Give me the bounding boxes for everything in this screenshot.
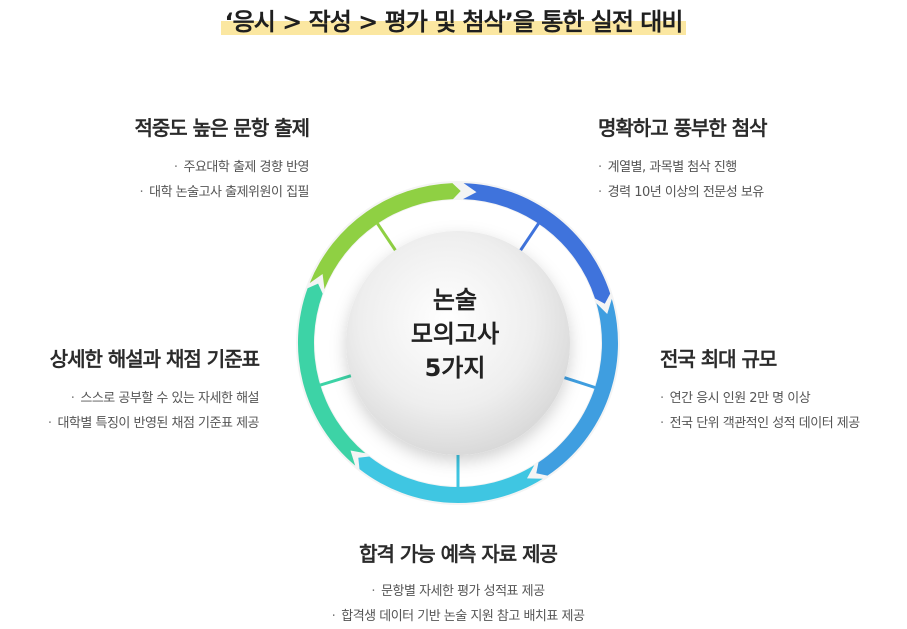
feature-heading: 상세한 해설과 채점 기준표: [49, 347, 260, 371]
feature-top-right: 명확하고 풍부한 첨삭 계열별, 과목별 첨삭 진행 경력 10년 이상의 전문…: [598, 112, 768, 205]
feature-item: 주요대학 출제 경향 반영: [135, 155, 310, 180]
center-line-2: 모의고사: [410, 320, 500, 348]
feature-heading: 명확하고 풍부한 첨삭: [598, 116, 768, 140]
feature-bottom: 합격 가능 예측 자료 제공 문항별 자세한 평가 성적표 제공 합격생 데이터…: [258, 538, 658, 629]
feature-middle-right: 전국 최대 규모 연간 응시 인원 2만 명 이상 전국 단위 객관적인 성적 …: [660, 343, 860, 436]
center-circle: [346, 231, 570, 455]
spoke-4: [319, 373, 356, 387]
center-label: 논술 모의고사 5가지: [360, 283, 550, 385]
feature-item: 합격생 데이터 기반 논술 지원 참고 배치표 제공: [258, 604, 658, 629]
page-title: ‘응시 > 작성 > 평가 및 첨삭’을 통한 실전 대비: [220, 2, 687, 37]
feature-item: 문항별 자세한 평가 성적표 제공: [258, 579, 658, 604]
spoke-2: [560, 374, 596, 389]
feature-item: 계열별, 과목별 첨삭 진행: [598, 155, 767, 180]
feature-item: 대학 논술고사 출제위원이 집필: [135, 180, 309, 205]
segment-blue: [463, 183, 611, 304]
title-wrap: ‘응시 > 작성 > 평가 및 첨삭’을 통한 실전 대비: [0, 2, 907, 37]
center-line-1: 논술: [432, 286, 478, 314]
feature-heading: 전국 최대 규모: [660, 347, 777, 371]
segment-green: [309, 183, 461, 290]
spoke-5: [376, 222, 399, 255]
feature-item: 경력 10년 이상의 전문성 보유: [598, 180, 767, 205]
feature-top-left: 적중도 높은 문항 출제 주요대학 출제 경향 반영 대학 논술고사 출제위원이…: [135, 112, 310, 205]
feature-item: 전국 단위 객관적인 성적 데이터 제공: [660, 411, 861, 436]
ring-spokes: [319, 222, 596, 487]
feature-heading: 합격 가능 예측 자료 제공: [359, 542, 558, 566]
feature-item: 연간 응시 인원 2만 명 이상: [660, 386, 860, 411]
feature-item: 대학별 특징이 반영된 채점 기준표 제공: [48, 411, 259, 436]
ring-segments: [297, 183, 618, 504]
center-line-3: 5가지: [424, 354, 486, 382]
segment-teal: [297, 283, 366, 466]
feature-item: 스스로 공부할 수 있는 자세한 해설: [48, 386, 259, 411]
feature-heading: 적중도 높은 문항 출제: [134, 116, 310, 140]
segment-light-blue: [536, 298, 618, 476]
spoke-1: [517, 222, 540, 255]
feature-middle-left: 상세한 해설과 채점 기준표 스스로 공부할 수 있는 자세한 해설 대학별 특…: [48, 343, 260, 436]
segment-cyan: [358, 456, 543, 504]
